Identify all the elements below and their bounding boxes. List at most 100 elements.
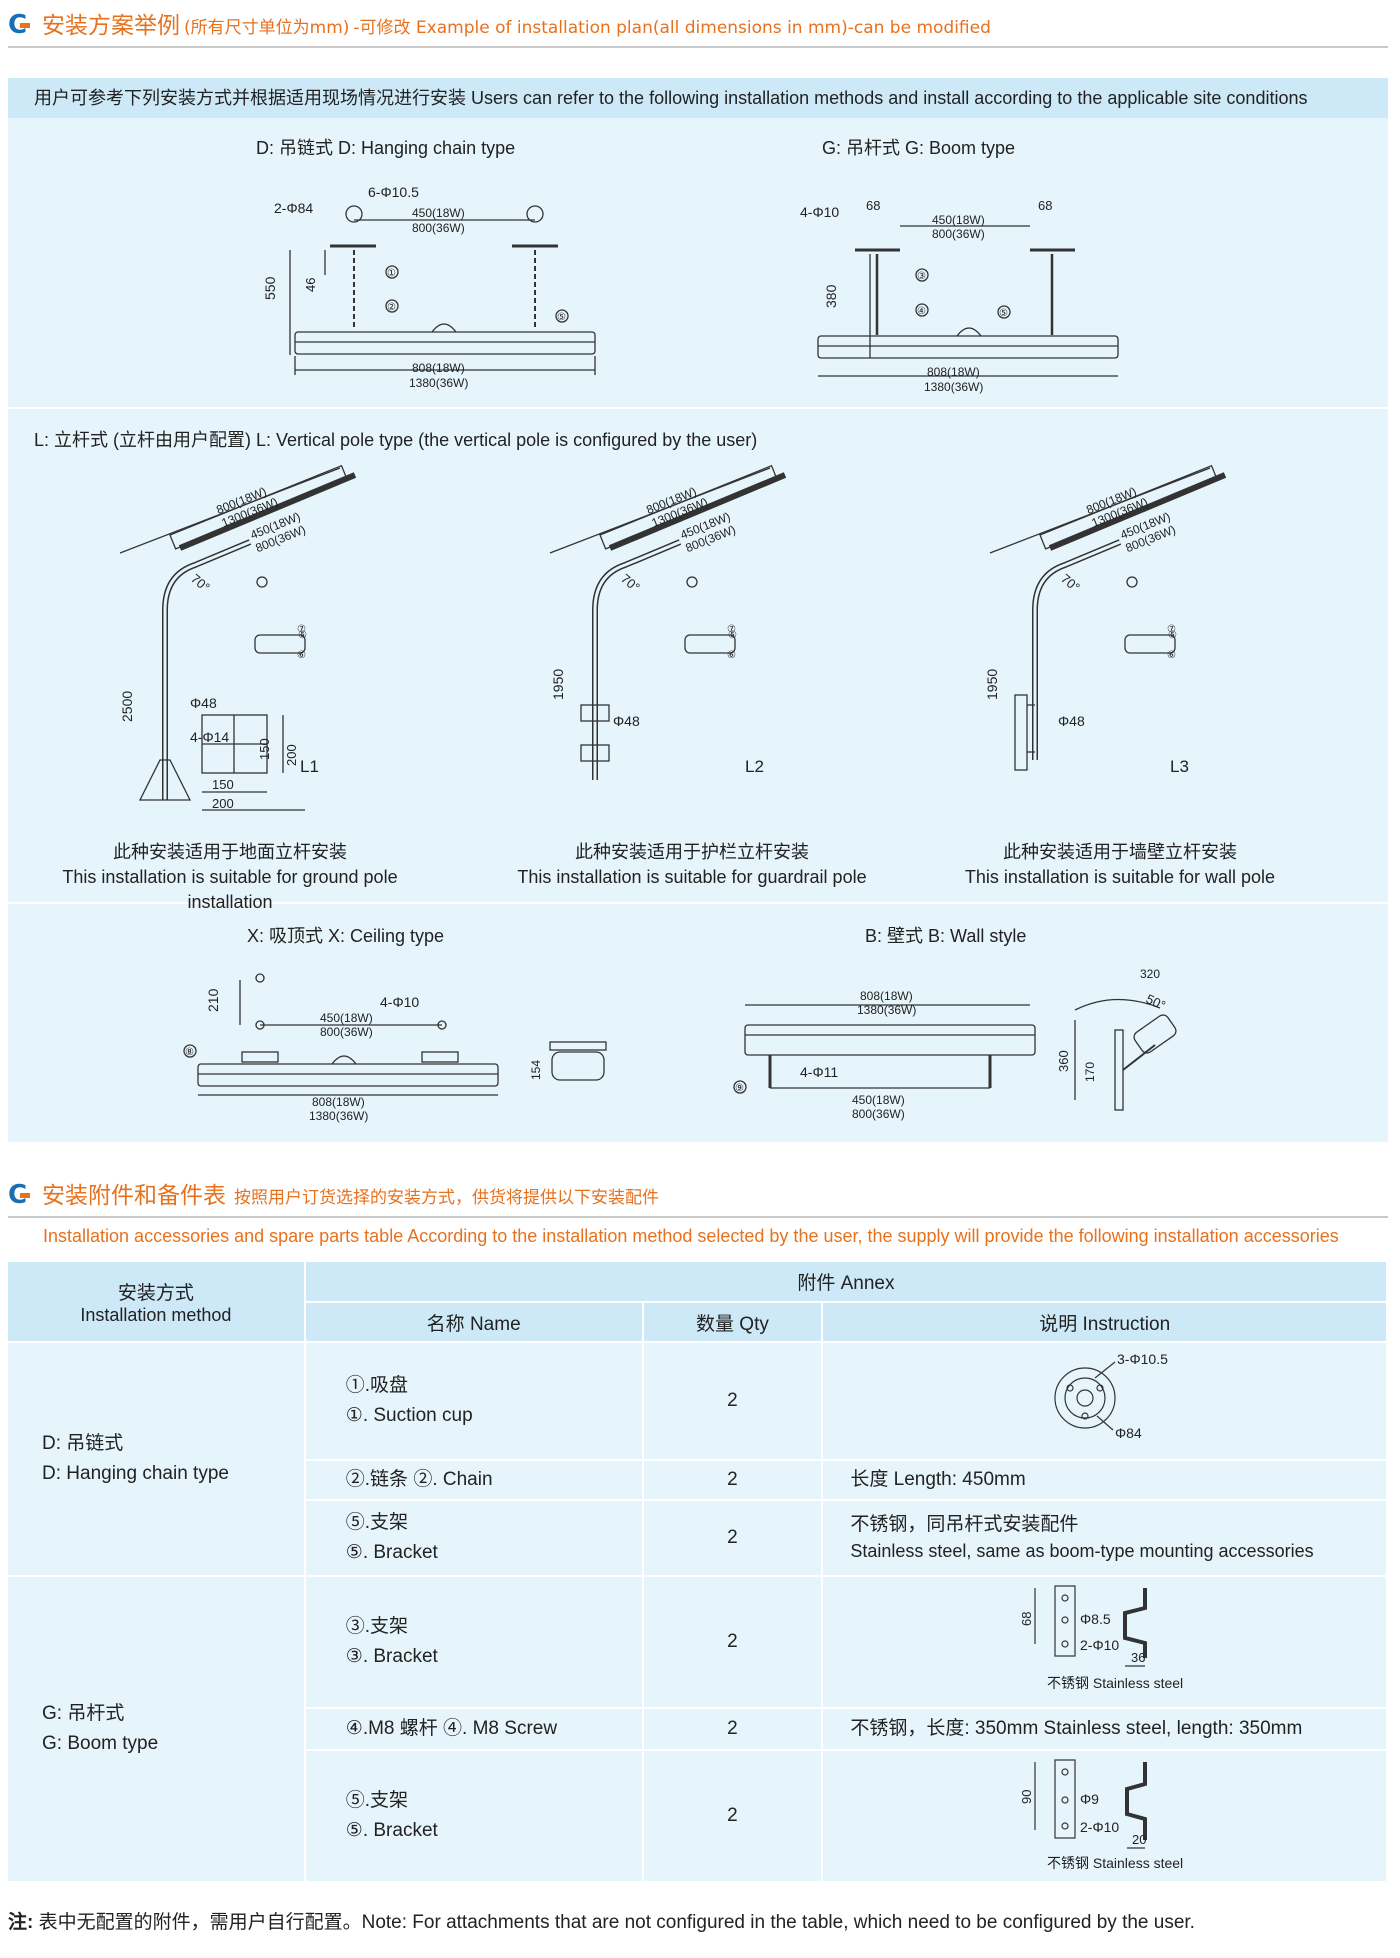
header-name: 名称 Name xyxy=(304,1302,644,1343)
instruction-text: 用户可参考下列安装方式并根据适用现场情况进行安装 Users can refer… xyxy=(34,88,1308,108)
dim-text: Φ48 xyxy=(613,713,640,729)
row3-instruction-cn: 不锈钢，同吊杆式安装配件 xyxy=(850,1514,1079,1535)
row1-name-en: ①. Suction cup xyxy=(345,1405,473,1426)
row6-instruction: 90 Φ9 2-Φ10 20 不锈钢 Stainless steel xyxy=(822,1750,1388,1883)
dim-text: Φ48 xyxy=(1058,713,1085,729)
dim-text: 808(18W) xyxy=(860,989,913,1003)
dim-text: 360 xyxy=(1056,1050,1071,1072)
callout-number: ① xyxy=(387,268,396,279)
section2-title-cn: 安装附件和备件表 xyxy=(42,1183,226,1209)
wall-style-label: B: 壁式 B: Wall style xyxy=(865,926,1027,946)
dim-text: 50° xyxy=(1144,991,1168,1013)
callout-number: ⑨ xyxy=(735,1083,744,1094)
header-qty: 数量 Qty xyxy=(642,1302,824,1343)
dim-text: Φ8.5 xyxy=(1080,1611,1111,1627)
dim-text: 1950 xyxy=(550,669,566,700)
callout-number: ⑧ xyxy=(185,1047,194,1058)
dim-text: 20 xyxy=(1132,1832,1146,1847)
header-method-cn: 安装方式 xyxy=(117,1282,194,1304)
row3-name-en: ⑤. Bracket xyxy=(345,1542,438,1563)
callout-number: ⑤ xyxy=(1168,630,1177,641)
l1-caption-en: This installation is suitable for ground… xyxy=(62,867,398,912)
dim-text: 200 xyxy=(284,744,299,766)
section-divider xyxy=(8,1216,1388,1218)
table-row: ⑤.支架 ⑤. Bracket 2 不锈钢，同吊杆式安装配件 Stainless… xyxy=(8,1500,1388,1577)
name-cell: ③.支架 ③. Bracket xyxy=(304,1576,644,1709)
bracket-5-drawing: 90 Φ9 2-Φ10 20 不锈钢 Stainless steel xyxy=(1019,1759,1183,1871)
name-cell: ①.吸盘 ①. Suction cup xyxy=(304,1342,644,1461)
brand-c-icon: C xyxy=(8,10,38,40)
callout-number: ⑤ xyxy=(728,630,737,641)
dim-text: 450(18W) xyxy=(932,213,985,227)
footnote-text: 表中无配置的附件，需用户自行配置。Note: For attachments t… xyxy=(33,1912,1195,1933)
callout-number: ⑥ xyxy=(1167,650,1176,661)
table-row: ⑤.支架 ⑤. Bracket 2 90 Φ9 2-Φ10 20 不锈钢 Sta… xyxy=(8,1750,1388,1883)
dim-text: 380 xyxy=(823,284,839,308)
pole-l1-drawing: 2500 Φ48 4-Φ14 150 200 150 200 70° 800(1… xyxy=(119,464,357,811)
dim-text: 70° xyxy=(1058,571,1083,595)
row5-name: ④.M8 螺杆 ④. M8 Screw xyxy=(304,1708,644,1751)
dim-text: 4-Φ14 xyxy=(190,729,229,745)
dim-text: 6-Φ10.5 xyxy=(368,184,419,200)
dim-text: 1380(36W) xyxy=(409,376,468,390)
row6-name-cn: ⑤.支架 xyxy=(345,1790,409,1811)
dim-text: 170 xyxy=(1083,1062,1097,1082)
dim-text: 2500 xyxy=(119,691,135,722)
dim-text: Φ48 xyxy=(190,695,217,711)
row4-name-cn: ③.支架 xyxy=(345,1616,409,1637)
row3-instruction-en: Stainless steel, same as boom-type mount… xyxy=(850,1541,1314,1561)
table-row: ②.链条 ②. Chain 2 长度 Length: 450mm xyxy=(8,1460,1388,1501)
header-instruction: 说明 Instruction xyxy=(822,1302,1388,1343)
dim-text: 450(18W) xyxy=(320,1011,373,1025)
l1-caption-cn: 此种安装适用于地面立杆安装 xyxy=(113,842,347,862)
dim-text: 154 xyxy=(529,1060,543,1080)
dim-text: 70° xyxy=(188,571,213,595)
footnote-label: 注: xyxy=(8,1912,34,1933)
dim-text: 68 xyxy=(1038,198,1052,213)
boom-type-label: G: 吊杆式 G: Boom type xyxy=(822,138,1016,158)
section-title-paren: (所有尺寸单位为mm) xyxy=(184,18,350,38)
dim-text: 800(36W) xyxy=(320,1025,373,1039)
dim-text: 1380(36W) xyxy=(857,1003,916,1017)
l1-caption: 此种安装适用于地面立杆安装 This installation is suita… xyxy=(30,840,430,915)
method-d-cn: D: 吊链式 xyxy=(42,1433,124,1454)
dim-text: 550 xyxy=(262,276,278,300)
method-cell-g: G: 吊杆式 G: Boom type xyxy=(8,1576,306,1883)
section-divider xyxy=(8,46,1388,48)
dim-text: 4-Φ11 xyxy=(800,1064,838,1080)
row6-qty: 2 xyxy=(642,1750,824,1883)
pole-l2-drawing: 1950 Φ48 70° 800(18W) 1300(36W) 450(18W)… xyxy=(549,464,787,780)
header-method: 安装方式 Installation method xyxy=(8,1262,306,1343)
name-cell: ⑤.支架 ⑤. Bracket xyxy=(304,1500,644,1577)
row2-instruction: 长度 Length: 450mm xyxy=(822,1460,1388,1501)
dim-text: 68 xyxy=(1019,1612,1034,1626)
l3-caption: 此种安装适用于墙壁立杆安装 This installation is suita… xyxy=(920,840,1320,890)
boom-type-drawing: 380 4-Φ10 68 68 450(18W) 800(36W) 808(18… xyxy=(800,198,1119,394)
dim-text: 68 xyxy=(866,198,880,213)
dim-text: 2-Φ10 xyxy=(1080,1637,1119,1653)
suction-cup-drawing: 3-Φ10.5 Φ84 xyxy=(1054,1351,1168,1441)
vertical-pole-label: L: 立杆式 (立杆由用户配置) L: Vertical pole type (… xyxy=(34,430,758,450)
section-title-accessories: C 安装附件和备件表 按照用户订货选择的安装方式，供货将提供以下安装配件 xyxy=(8,1176,659,1210)
row4-name-en: ③. Bracket xyxy=(345,1646,438,1667)
material-text: 不锈钢 Stainless steel xyxy=(1047,1855,1183,1871)
l2-caption-cn: 此种安装适用于护栏立杆安装 xyxy=(575,842,809,862)
dim-text: 1380(36W) xyxy=(924,380,983,394)
callout-number: ⑥ xyxy=(297,650,306,661)
dim-text: 70° xyxy=(618,571,643,595)
method-cell-d: D: 吊链式 D: Hanging chain type xyxy=(8,1342,306,1577)
section-title-cn: 安装方案举例 xyxy=(42,13,180,39)
row2-qty: 2 xyxy=(642,1460,824,1501)
dim-text: 2-Φ84 xyxy=(274,200,313,216)
drawing-tag: L2 xyxy=(745,757,764,776)
dim-text: 150 xyxy=(257,738,272,760)
section-title-installation-plan: C 安装方案举例 (所有尺寸单位为mm) -可修改 Example of ins… xyxy=(8,6,991,40)
l2-caption-en: This installation is suitable for guardr… xyxy=(517,867,867,887)
dim-text: 46 xyxy=(303,278,318,292)
row5-instruction: 不锈钢，长度: 350mm Stainless steel, length: 3… xyxy=(822,1708,1388,1751)
callout-number: ② xyxy=(387,302,396,313)
dim-text: 1380(36W) xyxy=(309,1109,368,1123)
dim-text: 808(18W) xyxy=(312,1095,365,1109)
callout-number: ③ xyxy=(917,271,926,282)
drawing-tag: L1 xyxy=(300,757,319,776)
